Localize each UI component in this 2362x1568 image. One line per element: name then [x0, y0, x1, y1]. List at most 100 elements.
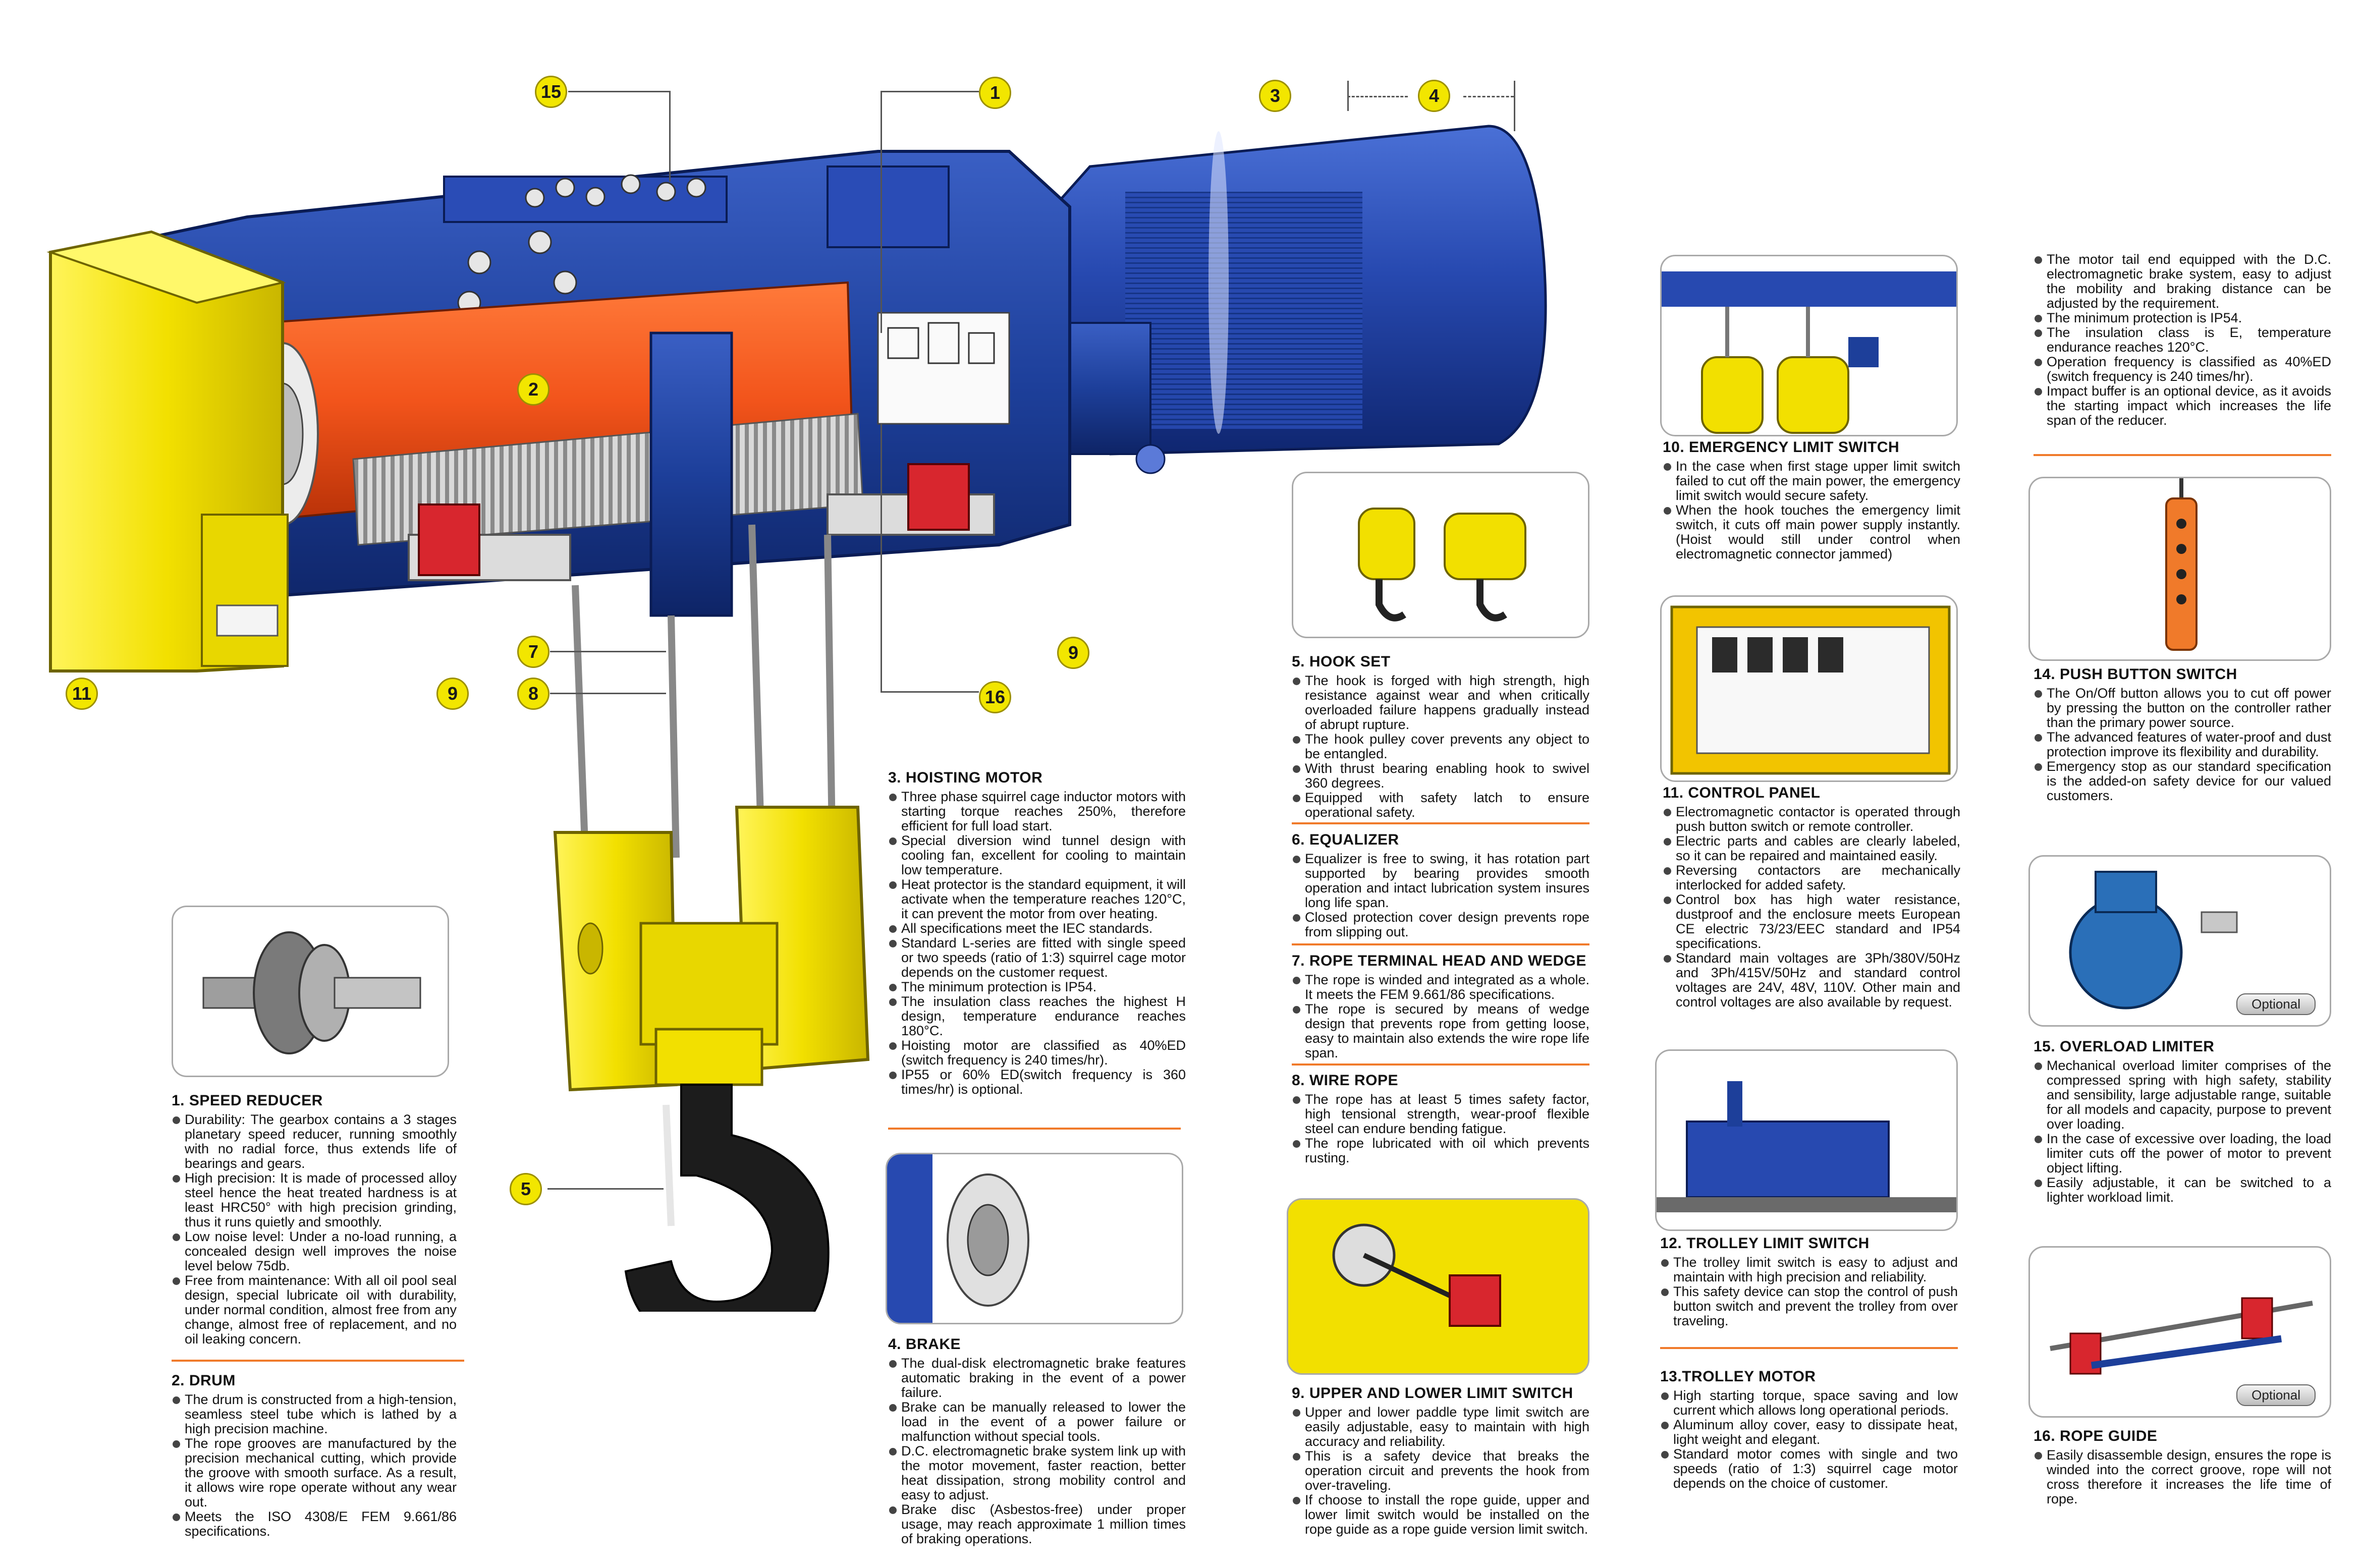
- list-item: Heat protector is the standard equipment…: [888, 877, 1186, 921]
- list-item: The minimum protection is IP54.: [888, 980, 1186, 994]
- section-trolley-limit-switch: 12. TROLLEY LIMIT SWITCH The trolley lim…: [1660, 1235, 1958, 1328]
- section-title: 5. HOOK SET: [1292, 653, 1391, 670]
- rope-bracket: [649, 331, 733, 617]
- list-item: Brake disc (Asbestos-free) under proper …: [888, 1502, 1186, 1546]
- list-item: This is a safety device that breaks the …: [1292, 1449, 1589, 1493]
- list-item: Brake can be manually released to lower …: [888, 1400, 1186, 1444]
- list-item: The rope grooves are manufactured by the…: [172, 1436, 457, 1509]
- list-item: High starting torque, space saving and l…: [1660, 1388, 1958, 1418]
- trolley-limit-switch-photo: [1655, 1049, 1958, 1231]
- list-item: IP55 or 60% ED(switch frequency is 360 t…: [888, 1068, 1186, 1097]
- section-overload-limiter: 15. OVERLOAD LIMITER Mechanical overload…: [2034, 1038, 2331, 1205]
- section-title: 16. ROPE GUIDE: [2034, 1428, 2158, 1444]
- separator: [888, 1128, 1181, 1130]
- hoist-illustration: [46, 125, 1547, 1312]
- list-item: Equipped with safety latch to ensure ope…: [1292, 791, 1589, 820]
- section-control-panel: 11. CONTROL PANEL Electromagnetic contac…: [1663, 785, 1960, 1010]
- list-item: Emergency stop as our standard specifica…: [2034, 759, 2331, 803]
- speed-reducer-photo: [172, 906, 449, 1077]
- list-item: The rope has at least 5 times safety fac…: [1292, 1092, 1589, 1136]
- callout-3: 3: [1259, 80, 1291, 112]
- section-title: 12. TROLLEY LIMIT SWITCH: [1660, 1235, 1870, 1252]
- section-drum: 2. DRUM The drum is constructed from a h…: [172, 1372, 457, 1539]
- hook-set-photo: [1292, 472, 1589, 638]
- section-title: 8. WIRE ROPE: [1292, 1072, 1399, 1089]
- list-item: This safety device can stop the control …: [1660, 1284, 1958, 1328]
- rope-guide-photo: Optional: [2028, 1246, 2331, 1418]
- separator: [1292, 943, 1589, 945]
- section-title: 6. EQUALIZER: [1292, 831, 1399, 848]
- list-item: In the case when first stage upper limit…: [1663, 459, 1960, 503]
- callout-9-right: 9: [1057, 637, 1089, 669]
- callout-7: 7: [517, 636, 550, 668]
- separator: [1660, 1347, 1958, 1349]
- section-title: 15. OVERLOAD LIMITER: [2034, 1038, 2215, 1055]
- list-item: Electromagnetic contactor is operated th…: [1663, 805, 1960, 834]
- list-item: The insulation class is E, temperature e…: [2034, 325, 2331, 355]
- list-item: The minimum protection is IP54.: [2034, 311, 2331, 325]
- separator: [2034, 454, 2331, 456]
- section-hook-set: 5. HOOK SET The hook is forged with high…: [1292, 653, 1589, 820]
- control-panel-photo: [1660, 595, 1958, 782]
- list-item: In the case of excessive over loading, t…: [2034, 1132, 2331, 1175]
- list-item: The hook pulley cover prevents any objec…: [1292, 732, 1589, 761]
- section-equalizer: 6. EQUALIZER Equalizer is free to swing,…: [1292, 831, 1589, 939]
- hook-safety-latch: [663, 1104, 675, 1226]
- list-item: The insulation class reaches the highest…: [888, 994, 1186, 1038]
- list-item: Standard L-series are fitted with single…: [888, 936, 1186, 980]
- list-item: Standard motor comes with single and two…: [1660, 1447, 1958, 1491]
- callout-16: 16: [979, 681, 1011, 713]
- separator: [172, 1360, 464, 1362]
- list-item: All specifications meet the IEC standard…: [888, 921, 1186, 936]
- list-item: Mechanical overload limiter comprises of…: [2034, 1058, 2331, 1132]
- section-rope-guide: 16. ROPE GUIDE Easily disassemble design…: [2034, 1428, 2331, 1506]
- list-item: Meets the ISO 4308/E FEM 9.661/86 specif…: [172, 1509, 457, 1539]
- emergency-limit-switch-photo: [1660, 255, 1958, 436]
- section-title: 3. HOISTING MOTOR: [888, 769, 1043, 786]
- section-brake: 4. BRAKE The dual-disk electromagnetic b…: [888, 1336, 1186, 1546]
- section-wire-rope: 8. WIRE ROPE The rope has at least 5 tim…: [1292, 1072, 1589, 1165]
- list-item: The hook is forged with high strength, h…: [1292, 674, 1589, 732]
- callout-5: 5: [510, 1173, 542, 1205]
- separator: [1292, 822, 1589, 824]
- brake-photo: [886, 1153, 1183, 1324]
- callout-15: 15: [535, 76, 567, 108]
- list-item: Free from maintenance: With all oil pool…: [172, 1273, 457, 1347]
- callout-8: 8: [517, 678, 550, 710]
- hook: [624, 1084, 830, 1312]
- hook-block: [553, 806, 870, 1092]
- callout-1: 1: [979, 77, 1011, 109]
- list-item: Equalizer is free to swing, it has rotat…: [1292, 852, 1589, 910]
- section-speed-reducer: 1. SPEED REDUCER Durability: The gearbox…: [172, 1092, 457, 1347]
- list-item: The rope lubricated with oil which preve…: [1292, 1136, 1589, 1165]
- list-item: High precision: It is made of processed …: [172, 1171, 457, 1229]
- list-item: Low noise level: Under a no-load running…: [172, 1229, 457, 1273]
- push-button-photo: [2028, 477, 2331, 661]
- list-item: If choose to install the rope guide, upp…: [1292, 1493, 1589, 1537]
- section-title: 10. EMERGENCY LIMIT SWITCH: [1663, 439, 1900, 456]
- hoisting-motor: [1048, 125, 1547, 474]
- callout-2: 2: [517, 373, 550, 406]
- list-item: Closed protection cover design prevents …: [1292, 910, 1589, 939]
- list-item: Durability: The gearbox contains a 3 sta…: [172, 1112, 457, 1171]
- callout-4: 4: [1418, 80, 1450, 112]
- optional-badge: Optional: [2236, 993, 2316, 1015]
- section-title: 2. DRUM: [172, 1372, 236, 1389]
- section-title: 11. CONTROL PANEL: [1663, 785, 1821, 801]
- control-panel-cover: [46, 230, 289, 673]
- section-hoisting-motor: 3. HOISTING MOTOR Three phase squirrel c…: [888, 769, 1186, 1097]
- section-trolley-motor-continued: The motor tail end equipped with the D.C…: [2034, 252, 2331, 428]
- limit-switches: [408, 463, 995, 581]
- list-item: Three phase squirrel cage inductor motor…: [888, 790, 1186, 833]
- list-item: Electric parts and cables are clearly la…: [1663, 834, 1960, 863]
- list-item: Aluminum alloy cover, easy to dissipate …: [1660, 1418, 1958, 1447]
- section-rope-terminal: 7. ROPE TERMINAL HEAD AND WEDGE The rope…: [1292, 953, 1589, 1060]
- list-item: When the hook touches the emergency limi…: [1663, 503, 1960, 562]
- list-item: The drum is constructed from a high-tens…: [172, 1392, 457, 1436]
- callout-11: 11: [66, 678, 98, 710]
- section-trolley-motor: 13.TROLLEY MOTOR High starting torque, s…: [1660, 1368, 1958, 1491]
- list-item: The trolley limit switch is easy to adju…: [1660, 1255, 1958, 1284]
- section-title: 13.TROLLEY MOTOR: [1660, 1368, 1816, 1385]
- separator: [1292, 1063, 1589, 1066]
